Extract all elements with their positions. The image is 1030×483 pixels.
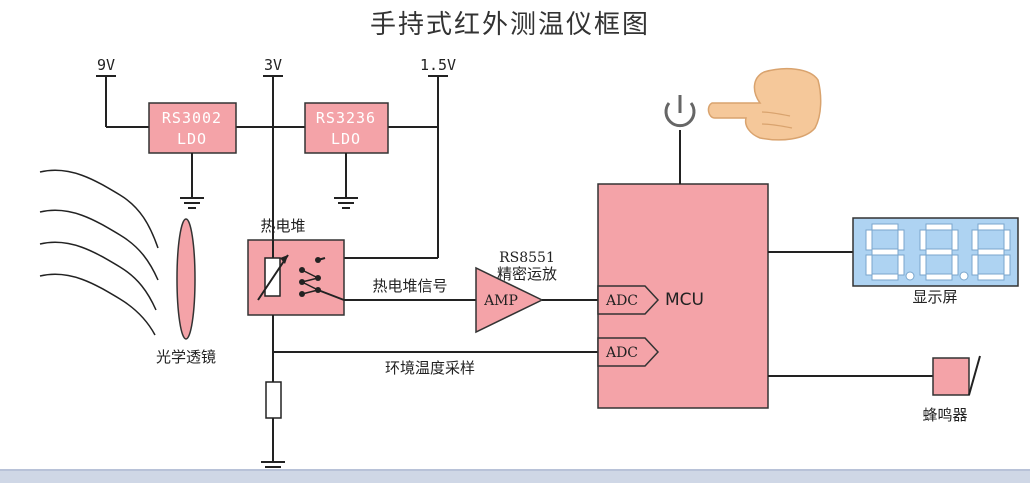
ldo2-name: RS3236 (316, 109, 376, 127)
display-label: 显示屏 (912, 288, 957, 306)
adc1-label: ADC (605, 293, 638, 309)
amp-desc: 精密运放 (497, 265, 557, 283)
ldo-rs3236: RS3236 LDO (304, 102, 389, 154)
footer-bar (0, 469, 1030, 483)
ambient-label: 环境温度采样 (385, 359, 475, 377)
hand-pointer-icon (707, 67, 822, 141)
label-3v: 3V (264, 56, 282, 74)
adc2-label: ADC (605, 345, 638, 361)
buzzer (932, 355, 981, 396)
amp-part: RS8551 (499, 250, 555, 266)
signal-label: 热电堆信号 (372, 277, 447, 295)
ground-ldo2 (334, 153, 358, 209)
resistor (265, 381, 282, 419)
seven-segment-display (852, 217, 1019, 287)
infrared-waves (39, 169, 159, 336)
rail-9v (96, 75, 149, 128)
diagram-title: 手持式红外测温仪框图 (370, 10, 650, 40)
label-1-5v: 1.5V (420, 56, 456, 74)
optical-lens (176, 218, 196, 340)
ldo-rs3002: RS3002 LDO (148, 102, 237, 154)
ldo1-name: RS3002 (162, 109, 222, 127)
ldo1-type: LDO (177, 130, 207, 148)
mcu-label: MCU (665, 290, 704, 310)
lens-label: 光学透镜 (156, 348, 216, 366)
mcu: ADC ADC MCU (597, 183, 769, 409)
amp-block-label: AMP (483, 293, 518, 309)
power-icon (664, 95, 696, 128)
ground-resistor (261, 418, 285, 473)
thermopile (247, 239, 345, 316)
buzzer-label: 蜂鸣器 (922, 406, 967, 424)
thermopile-label: 热电堆 (260, 217, 305, 235)
ground-ldo1 (180, 153, 204, 209)
ldo2-type: LDO (331, 130, 361, 148)
rail-3v (236, 75, 305, 240)
amplifier: AMP (475, 266, 544, 334)
label-9v: 9V (97, 56, 115, 74)
